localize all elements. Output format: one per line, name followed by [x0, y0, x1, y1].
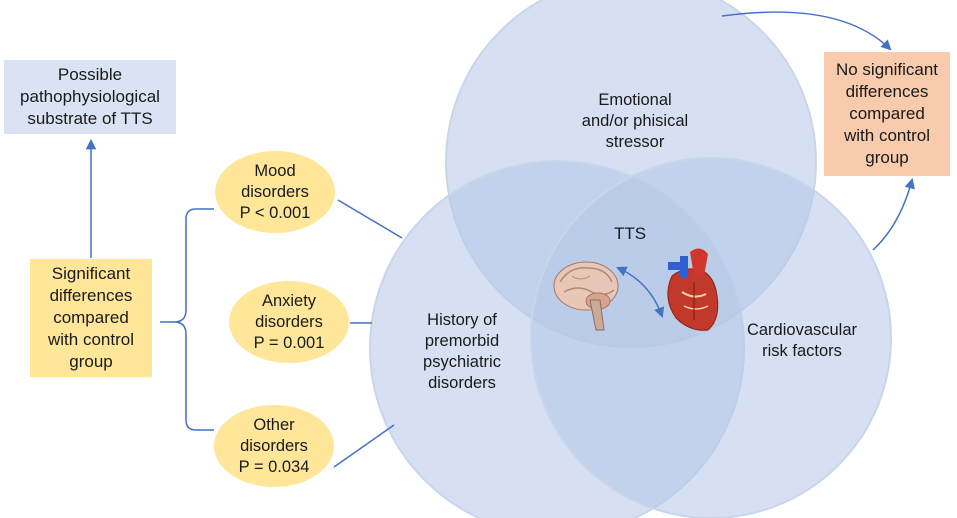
no-significant-differences-box: No significant differences compared with…	[824, 52, 950, 176]
anxiety-disorders-text: Anxiety disorders P = 0.001	[253, 291, 325, 352]
cardiovascular-label: Cardiovascular risk factors	[746, 321, 858, 360]
cardiovascular-circle	[530, 157, 892, 518]
no-significant-differences-text: No significant differences compared with…	[835, 60, 939, 167]
mood-disorders-pill: Mood disorders P < 0.001	[215, 151, 335, 233]
other-disorders-text: Other disorders P = 0.034	[238, 415, 310, 476]
arrow-stressor-to-right	[721, 11, 892, 51]
mood-disorders-text: Mood disorders P < 0.001	[239, 161, 311, 222]
brain-icon	[553, 261, 619, 331]
connector-mood	[337, 199, 403, 239]
arrow-cardio-to-right	[872, 177, 915, 251]
brace-connector	[160, 208, 214, 431]
brain-heart-connector	[616, 266, 665, 318]
anxiety-disorders-pill: Anxiety disorders P = 0.001	[229, 281, 349, 363]
other-disorders-pill: Other disorders P = 0.034	[214, 405, 334, 487]
pathophysiology-box: Possible pathophysiological substrate of…	[4, 60, 176, 134]
significant-differences-box: Significant differences compared with co…	[30, 259, 152, 377]
psychiatric-history-label: History of premorbid psychiatric disorde…	[423, 311, 501, 392]
stressor-label: Emotional and/or phisical stressor	[581, 91, 689, 151]
connector-other	[333, 424, 395, 468]
pathophysiology-text: Possible pathophysiological substrate of…	[20, 65, 160, 128]
tts-center-label: TTS	[613, 224, 647, 243]
heart-icon	[667, 248, 719, 331]
significant-differences-text: Significant differences compared with co…	[48, 264, 134, 371]
